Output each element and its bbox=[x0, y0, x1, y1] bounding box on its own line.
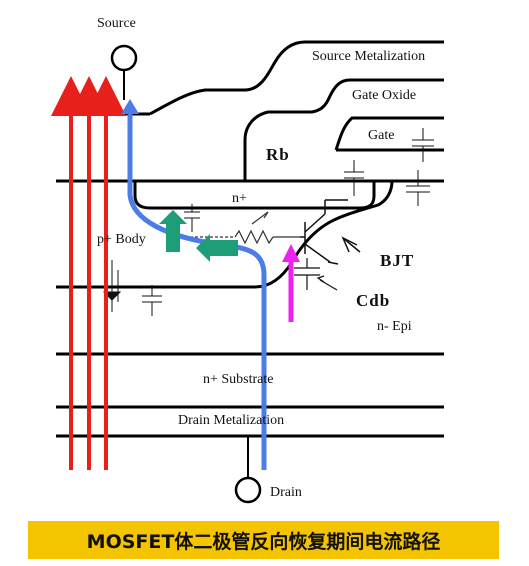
n-plus-region bbox=[133, 181, 376, 210]
source-metalization-label: Source Metalization bbox=[312, 49, 425, 64]
bjt-symbol bbox=[300, 199, 361, 265]
p-body-label: p+ Body bbox=[97, 232, 146, 247]
drain-metalization-label: Drain Metalization bbox=[178, 413, 284, 428]
n-plus-label: n+ bbox=[232, 191, 247, 206]
source-label: Source bbox=[97, 16, 136, 31]
n-epi-label: n- Epi bbox=[377, 319, 412, 334]
magenta-current-arrow bbox=[282, 244, 300, 322]
red-current-arrows bbox=[51, 76, 126, 470]
green-current-arrows bbox=[159, 210, 238, 262]
layer-lines bbox=[56, 112, 444, 438]
cdb-label: Cdb bbox=[356, 291, 390, 310]
rb-label: Rb bbox=[266, 145, 290, 164]
caption-text: MOSFET体二极管反向恢复期间电流路径 bbox=[86, 530, 441, 553]
gate-oxide-label: Gate Oxide bbox=[352, 88, 416, 103]
gate-label: Gate bbox=[368, 128, 394, 143]
caption-banner: MOSFET体二极管反向恢复期间电流路径 bbox=[28, 521, 499, 559]
n-substrate-label: n+ Substrate bbox=[203, 372, 274, 387]
top-structure-curves bbox=[149, 40, 444, 181]
drain-label: Drain bbox=[270, 485, 302, 500]
source-terminal bbox=[110, 44, 138, 100]
bjt-label: BJT bbox=[380, 251, 414, 270]
drain-terminal bbox=[234, 436, 262, 504]
p-body-boundary bbox=[112, 180, 394, 289]
cdb-capacitor bbox=[294, 258, 338, 291]
